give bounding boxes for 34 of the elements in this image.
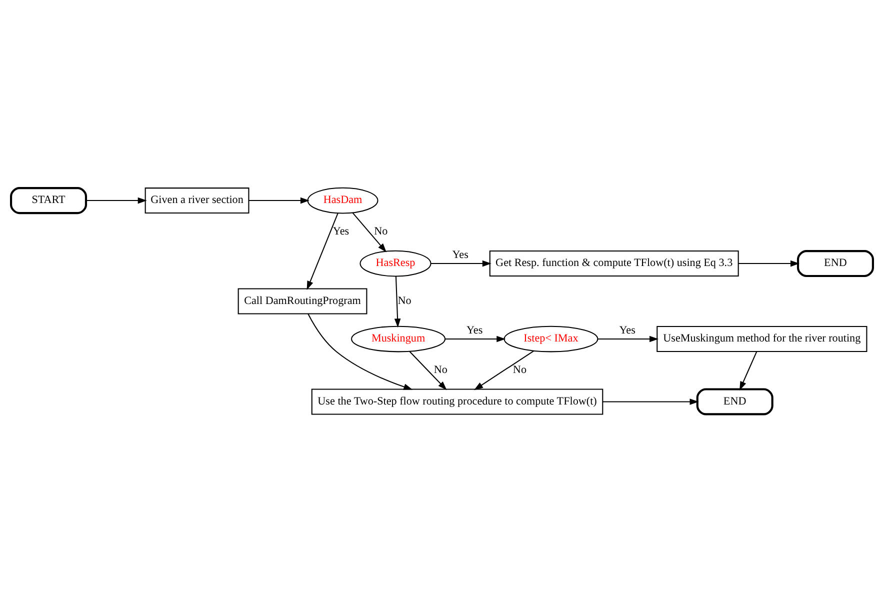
arrow: [444, 336, 506, 342]
node-box: Given a river section: [144, 188, 250, 214]
edge-label: Yes: [466, 324, 483, 336]
edge-label: No: [434, 364, 448, 376]
arrow: [598, 336, 659, 342]
arrow: [86, 197, 147, 204]
arrow: [602, 398, 699, 405]
edge-label: Yes: [332, 226, 350, 238]
arrow: [352, 212, 386, 252]
edge-label: Yes: [452, 248, 468, 261]
node-box: Get Resp. function & compute TFlow(t) using Eq 3.3: [489, 250, 739, 277]
node-box: Use the Two-Step flow routing procedure to compute TFlow(t): [311, 388, 604, 415]
edge-label: No: [512, 364, 527, 376]
arrow: [409, 351, 447, 390]
edge-label: Yes: [619, 324, 636, 336]
arrow: [306, 213, 338, 290]
node-ellipse: HasDam: [307, 187, 378, 214]
arrow: [430, 260, 492, 267]
arrow: [248, 197, 310, 204]
edge-label: No: [398, 294, 412, 307]
node-box: UseMuskingum method for the river routing: [656, 326, 868, 352]
node-box: START: [10, 187, 88, 214]
node-ellipse: Istep< IMax: [504, 326, 598, 352]
arrow: [394, 276, 401, 328]
node-ellipse: Muskingum: [351, 326, 446, 352]
arrow: [474, 350, 534, 390]
edge-label: No: [374, 226, 388, 238]
node-box: Call DamRoutingProgram: [238, 288, 368, 314]
node-ellipse: HasResp: [360, 250, 432, 277]
arrow: [308, 314, 413, 390]
arrow: [738, 260, 800, 267]
node-box: END: [796, 250, 874, 278]
node-box: END: [696, 388, 774, 416]
arrow: [740, 351, 758, 390]
